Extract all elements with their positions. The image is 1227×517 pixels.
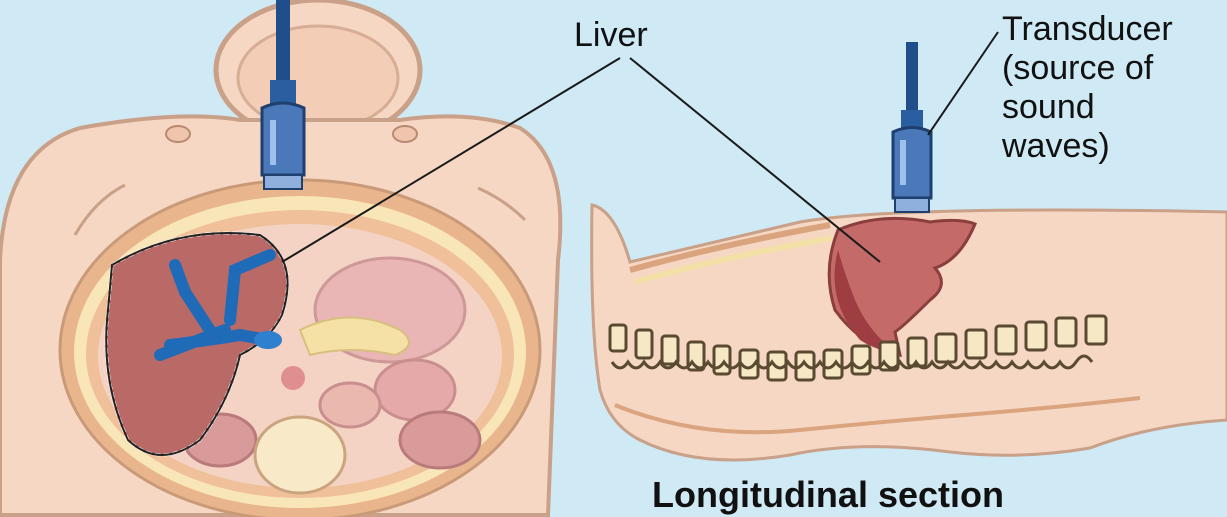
transducer-label-line-2: (source of	[1002, 49, 1173, 88]
transducer-label-line-4: waves)	[1002, 127, 1173, 166]
liver-label: Liver	[574, 16, 648, 54]
portal-vein	[254, 331, 282, 349]
caption-longitudinal-section: Longitudinal section	[652, 476, 1004, 514]
kidney-left	[400, 412, 480, 468]
left-nipple	[166, 126, 190, 142]
transverse-view	[0, 0, 560, 517]
transducer-label-line-3: sound	[1002, 88, 1173, 127]
transducer-label-line-1: Transducer	[1002, 10, 1173, 49]
aorta	[281, 366, 305, 390]
transducer-leader	[928, 32, 998, 135]
right-transducer	[893, 42, 931, 212]
vertebra-cross-section	[255, 417, 345, 493]
bowel-2	[320, 383, 380, 427]
transducer-label: Transducer (source of sound waves)	[1002, 10, 1173, 166]
right-nipple	[393, 126, 417, 142]
